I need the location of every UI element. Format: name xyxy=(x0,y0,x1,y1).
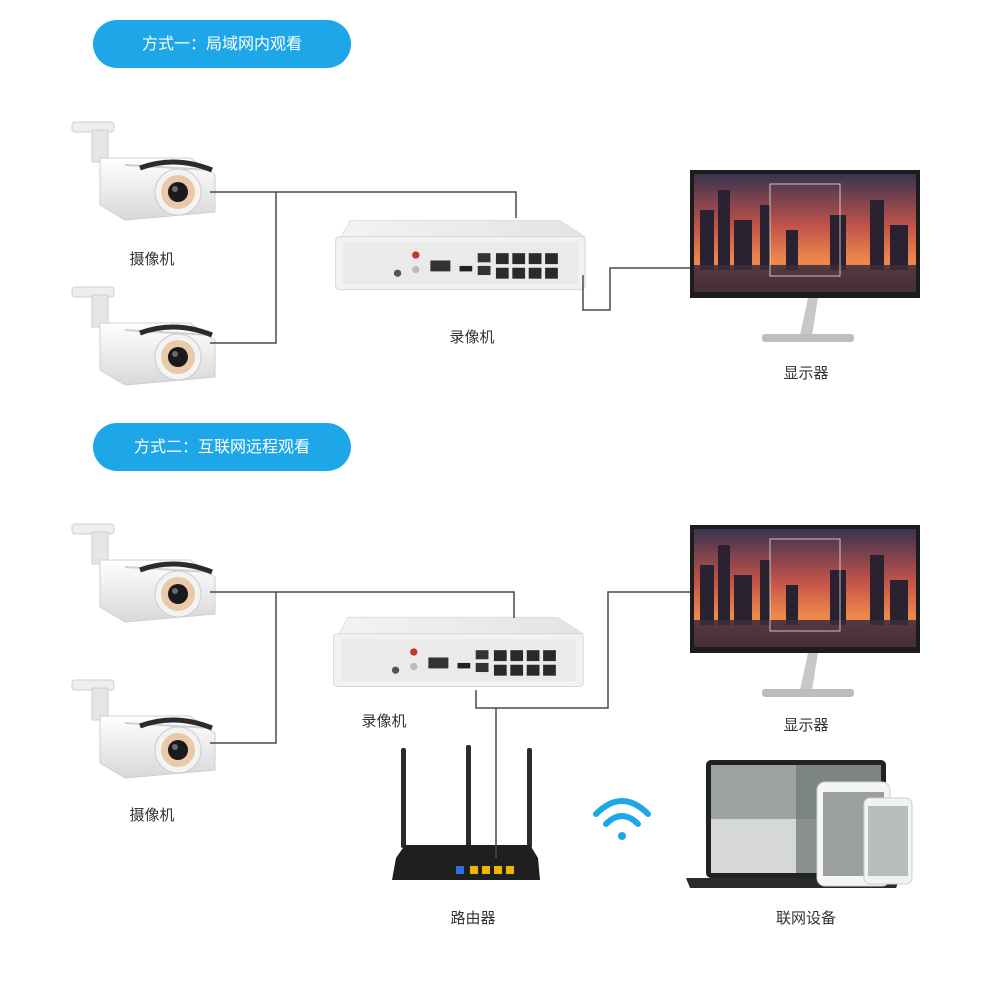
nvr-label-1: 录像机 xyxy=(449,328,495,346)
nvr-2-icon xyxy=(333,616,584,688)
wifi-icon xyxy=(593,798,651,840)
camera-4-icon xyxy=(72,680,215,778)
camera-3-icon xyxy=(72,524,215,622)
monitor-2-icon xyxy=(690,525,920,698)
laptop-tablet-phone-icon xyxy=(686,760,913,888)
router-label: 路由器 xyxy=(450,909,496,927)
monitor-label-1: 显示器 xyxy=(783,364,829,382)
router-icon xyxy=(392,745,540,880)
camera-2-icon xyxy=(72,287,215,385)
nvr-label-2: 录像机 xyxy=(361,712,407,730)
monitor-1-icon xyxy=(690,170,920,343)
camera-1-icon xyxy=(72,122,215,220)
section2-title-pill: 方式二：互联网远程观看 xyxy=(93,423,351,471)
devices-label: 联网设备 xyxy=(775,909,836,927)
section2-title: 方式二：互联网远程观看 xyxy=(133,437,310,456)
camera-label-2: 摄像机 xyxy=(129,806,175,824)
section2-cables xyxy=(210,591,690,858)
monitor-label-2: 显示器 xyxy=(783,716,829,734)
section1-title-pill: 方式一：局域网内观看 xyxy=(93,20,351,68)
nvr-1-icon xyxy=(335,219,586,291)
section1-cables xyxy=(210,191,690,344)
camera-label-1: 摄像机 xyxy=(129,250,175,268)
section1-title: 方式一：局域网内观看 xyxy=(141,34,302,53)
